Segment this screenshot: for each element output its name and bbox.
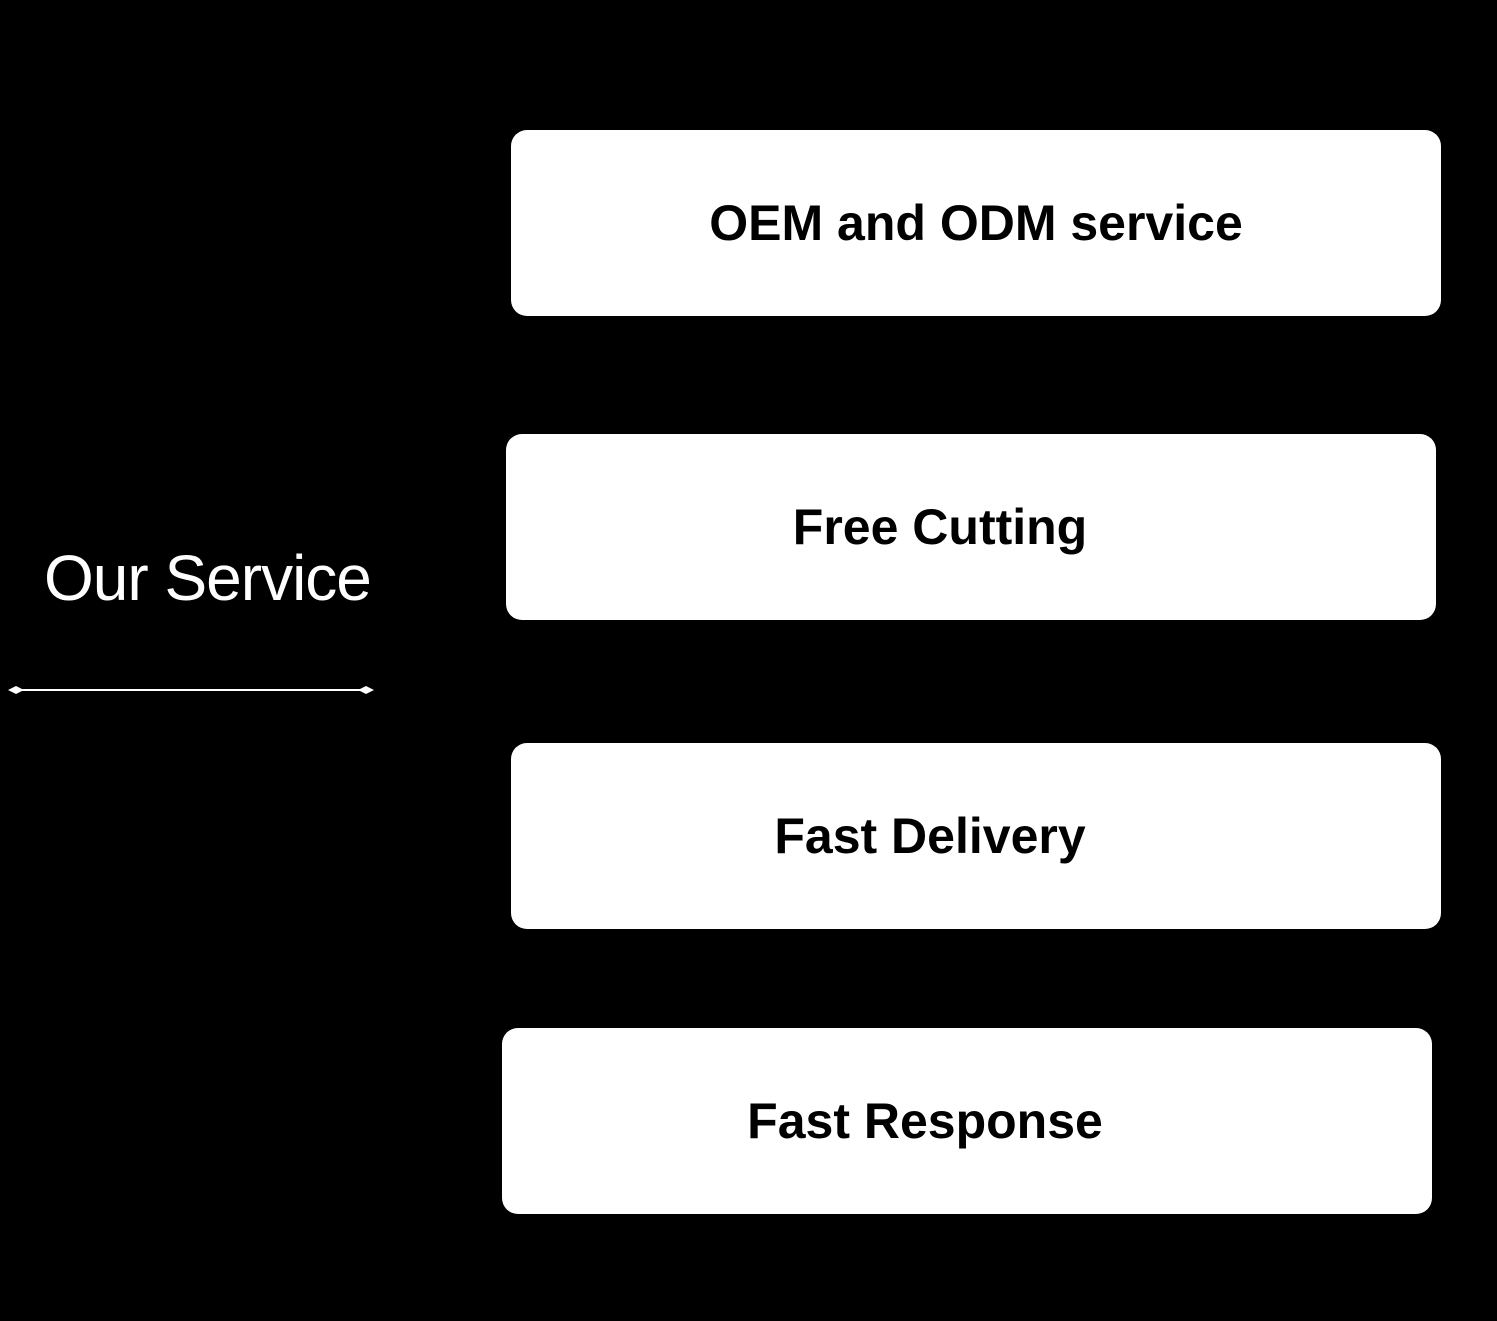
- service-card-label: Fast Delivery: [774, 808, 1086, 864]
- service-card-label: Fast Response: [747, 1093, 1103, 1149]
- service-card-fast-delivery: Fast Delivery: [511, 743, 1441, 929]
- service-card-fast-response: Fast Response: [502, 1028, 1432, 1214]
- service-card-free-cutting: Free Cutting: [506, 434, 1436, 620]
- section-title: Our Service: [44, 542, 372, 614]
- decorative-divider: [8, 686, 374, 694]
- service-card-oem-odm: OEM and ODM service: [511, 130, 1441, 316]
- divider-right-diamond: [358, 686, 374, 694]
- service-card-label: Free Cutting: [792, 499, 1088, 555]
- divider-left-diamond: [8, 686, 24, 694]
- service-card-label: OEM and ODM service: [709, 195, 1243, 251]
